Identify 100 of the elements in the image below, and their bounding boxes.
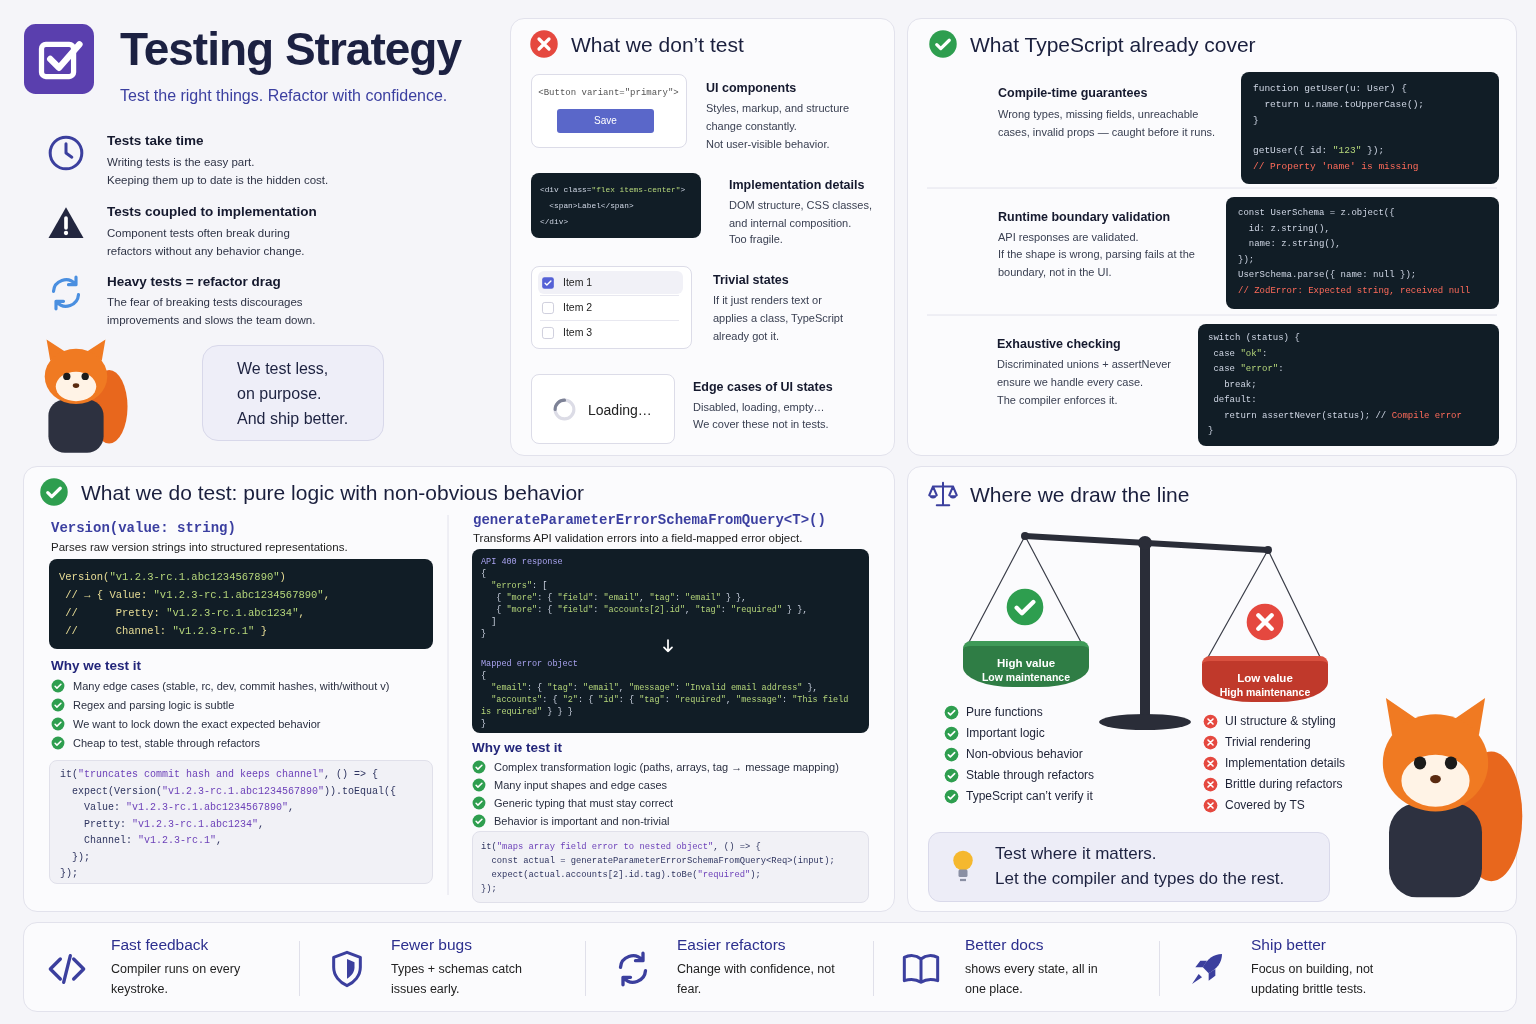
benefit-text: Change with confidence, not fear.	[677, 961, 836, 998]
code-line: "email": { "tag": "email", "message": "Invalid email address" },	[490, 682, 819, 694]
code-line: return assertNever(status); // Compile error	[1223, 409, 1463, 423]
code-line: Channel: "v1.2.3-rc.1",	[83, 834, 224, 848]
code-line: });	[60, 867, 79, 881]
code-line: });	[1238, 253, 1256, 267]
bullet-text: Behavior is important and non-trivial	[494, 814, 671, 829]
panel-card	[510, 18, 895, 456]
item-heading: Tests coupled to implementation	[107, 203, 318, 221]
function-signature: generateParameterErrorSchemaFromQuery<T>()	[473, 511, 827, 529]
code-line: { "more": { "field": "accounts[2].id", "tag": "required" } },	[495, 604, 809, 616]
benefit-text: Types + schemas catch issues early.	[391, 961, 523, 998]
bubble-text: on purpose.	[237, 384, 323, 404]
bullet-text: Implementation details	[1225, 755, 1347, 771]
code-line: Pretty: "v1.2.3-rc.1.abc1234",	[83, 817, 266, 832]
code-block	[472, 549, 869, 733]
bullet-text: Many input shapes and edge cases	[494, 778, 669, 793]
bullet-text: Important logic	[966, 725, 1046, 741]
code-line: }	[1208, 425, 1215, 438]
benefit-heading: Fast feedback	[111, 935, 210, 955]
description-text: The fear of breaking tests discourages improvements and slows the team down.	[107, 295, 317, 328]
code-line: function getUser(u: User) {	[1253, 82, 1408, 96]
code-line: expect(Version("v1.2.3-rc.1.abc1234567890")).toEqual({	[71, 784, 398, 799]
speech-bubble	[202, 345, 384, 441]
code-line: });	[71, 850, 92, 865]
code-line: ]	[490, 616, 498, 628]
panel-heading: Where we draw the line	[970, 482, 1191, 508]
code-line: UserSchema.parse({ name: null });	[1238, 269, 1418, 282]
pan-label: High maintenance	[1218, 685, 1312, 699]
section-subheading: Why we test it	[51, 657, 142, 675]
code-line: Version("v1.2.3-rc.1.abc1234567890")	[59, 570, 287, 585]
loading-text: Loading…	[588, 401, 653, 419]
code-line: "accounts": { "2": { "id": { "tag": "required", "message": "This field is required" } } }	[481, 694, 850, 718]
code-line: it("truncates commit hash and keeps channel", () => {	[60, 768, 380, 782]
description-text: If it just renders text or applies a class, TypeScript already got it.	[713, 293, 845, 344]
bubble-text: We test less,	[237, 359, 330, 379]
code-line: return u.name.toUpperCase();	[1263, 98, 1426, 112]
benefit-heading: Better docs	[965, 935, 1045, 955]
code-line: }	[481, 628, 488, 640]
save-button: Save	[557, 109, 654, 133]
benefit-heading: Easier refactors	[677, 935, 787, 955]
description-text: Parses raw version strings into structured representations.	[51, 540, 349, 555]
benefit-text: Compiler runs on every keystroke.	[111, 961, 242, 998]
description-text: The compiler enforces it.	[997, 393, 1119, 408]
section-subheading: Why we test it	[472, 739, 563, 757]
description-text: Too fragile.	[729, 232, 784, 247]
test-code-block	[49, 760, 433, 884]
item-heading: Tests take time	[107, 132, 205, 150]
code-line: id: z.string(),	[1247, 222, 1331, 236]
code-line: // ZodError: Expected string, received null	[1238, 284, 1472, 298]
code-line: // → { Value: "v1.2.3-rc.1.abc1234567890",	[64, 588, 331, 603]
code-line: getUser({ id: "123" });	[1253, 144, 1386, 158]
loading-state-card	[531, 374, 675, 444]
code-line: expect(actual.accounts[2].id.tag).toBe("required");	[490, 869, 762, 882]
code-line: {	[481, 670, 488, 682]
benefits-band	[23, 922, 1517, 1012]
bullet-text: TypeScript can’t verify it	[966, 788, 1094, 804]
panel-heading: What we do test: pure logic with non-obvious behavior	[81, 480, 586, 506]
code-block	[1198, 324, 1499, 446]
code-line: }	[1253, 114, 1260, 128]
bullet-text: Many edge cases (stable, rc, dev, commit hashes, with/without v)	[73, 679, 391, 694]
subtitle: Test the right things. Refactor with confidence.	[120, 86, 449, 106]
panel-card	[23, 466, 895, 912]
bullet-text: Cheap to test, stable through refactors	[73, 736, 262, 751]
panel-heading: What TypeScript already cover	[970, 32, 1257, 58]
item-label: Item 1	[563, 275, 594, 290]
code-line: {	[481, 568, 488, 580]
code-label: <Button variant="primary">	[537, 87, 680, 99]
description-text: Component tests often break during refactors without any behavior change.	[107, 226, 306, 259]
bullet-text: Generic typing that must stay correct	[494, 796, 675, 811]
item-heading: UI components	[706, 80, 798, 97]
item-heading: Trivial states	[713, 272, 790, 289]
code-line: { "more": { "field": "email", "tag": "email" } },	[495, 592, 748, 604]
page-title: Testing Strategy	[120, 22, 463, 77]
code-line: // Property 'name' is missing	[1253, 160, 1420, 174]
benefit-text: shows every state, all in one place.	[965, 961, 1099, 998]
description-text: Not user-visible behavior.	[706, 137, 831, 152]
description-text: Wrong types, missing fields, unreachable cases, invalid props — caught before it runs.	[998, 107, 1217, 140]
code-line: const actual = generateParameterErrorSchemaFromQuery<Req>(input);	[490, 855, 836, 868]
bullet-text: Regex and parsing logic is subtle	[73, 698, 236, 713]
function-signature: Version(value: string)	[51, 519, 237, 537]
description-text: Writing tests is the easy part.	[107, 155, 256, 170]
code-line: it("maps array field error to nested object", () => {	[481, 841, 762, 854]
code-line: break;	[1223, 378, 1258, 392]
code-line: case "ok":	[1212, 347, 1269, 361]
bullet-text: Stable through refactors	[966, 767, 1096, 783]
item-heading: Heavy tests = refactor drag	[107, 273, 282, 291]
item-heading: Edge cases of UI states	[693, 379, 834, 396]
code-line: });	[481, 883, 498, 896]
code-line: name: z.string(),	[1247, 238, 1342, 251]
code-block	[531, 173, 701, 238]
code-line: API 400 response	[481, 556, 564, 568]
description-text: Keeping them up to date is the hidden cost.	[107, 173, 330, 188]
code-line: switch (status) {	[1208, 332, 1301, 345]
test-code-block	[472, 831, 869, 903]
item-heading: Compile-time guarantees	[998, 85, 1149, 102]
description-text: Transforms API validation errors into a field-mapped error object.	[473, 531, 804, 546]
bubble-text: And ship better.	[237, 409, 350, 429]
code-block	[49, 559, 433, 649]
benefit-heading: Fewer bugs	[391, 935, 473, 955]
